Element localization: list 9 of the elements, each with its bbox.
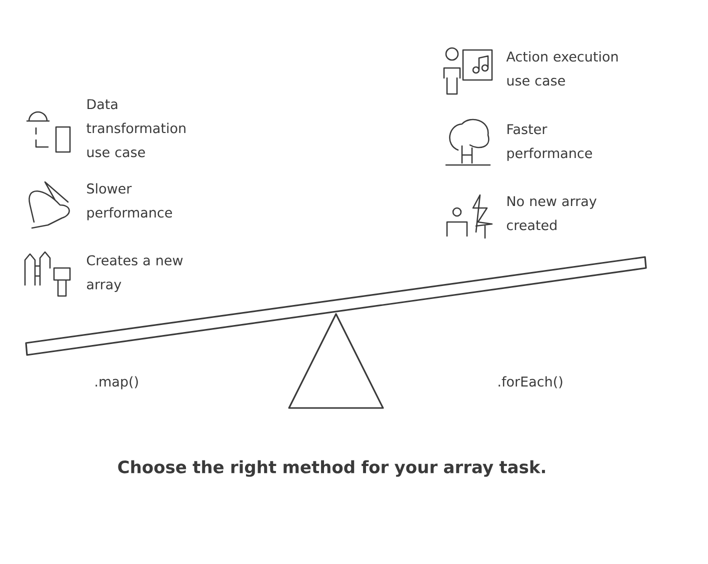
item-text: No new array created — [506, 196, 596, 230]
item-text: .forEach() — [498, 376, 562, 388]
item-text: Data transformation use case — [86, 99, 186, 158]
item-text: Slower performance — [87, 183, 172, 220]
item-text: Action execution use case — [506, 51, 618, 86]
item-text: Faster performance — [507, 124, 592, 161]
item-text: .map() — [96, 376, 138, 390]
item-text: Creates a new array — [86, 255, 183, 292]
caption: Choose the right method for your array task. — [118, 460, 545, 477]
